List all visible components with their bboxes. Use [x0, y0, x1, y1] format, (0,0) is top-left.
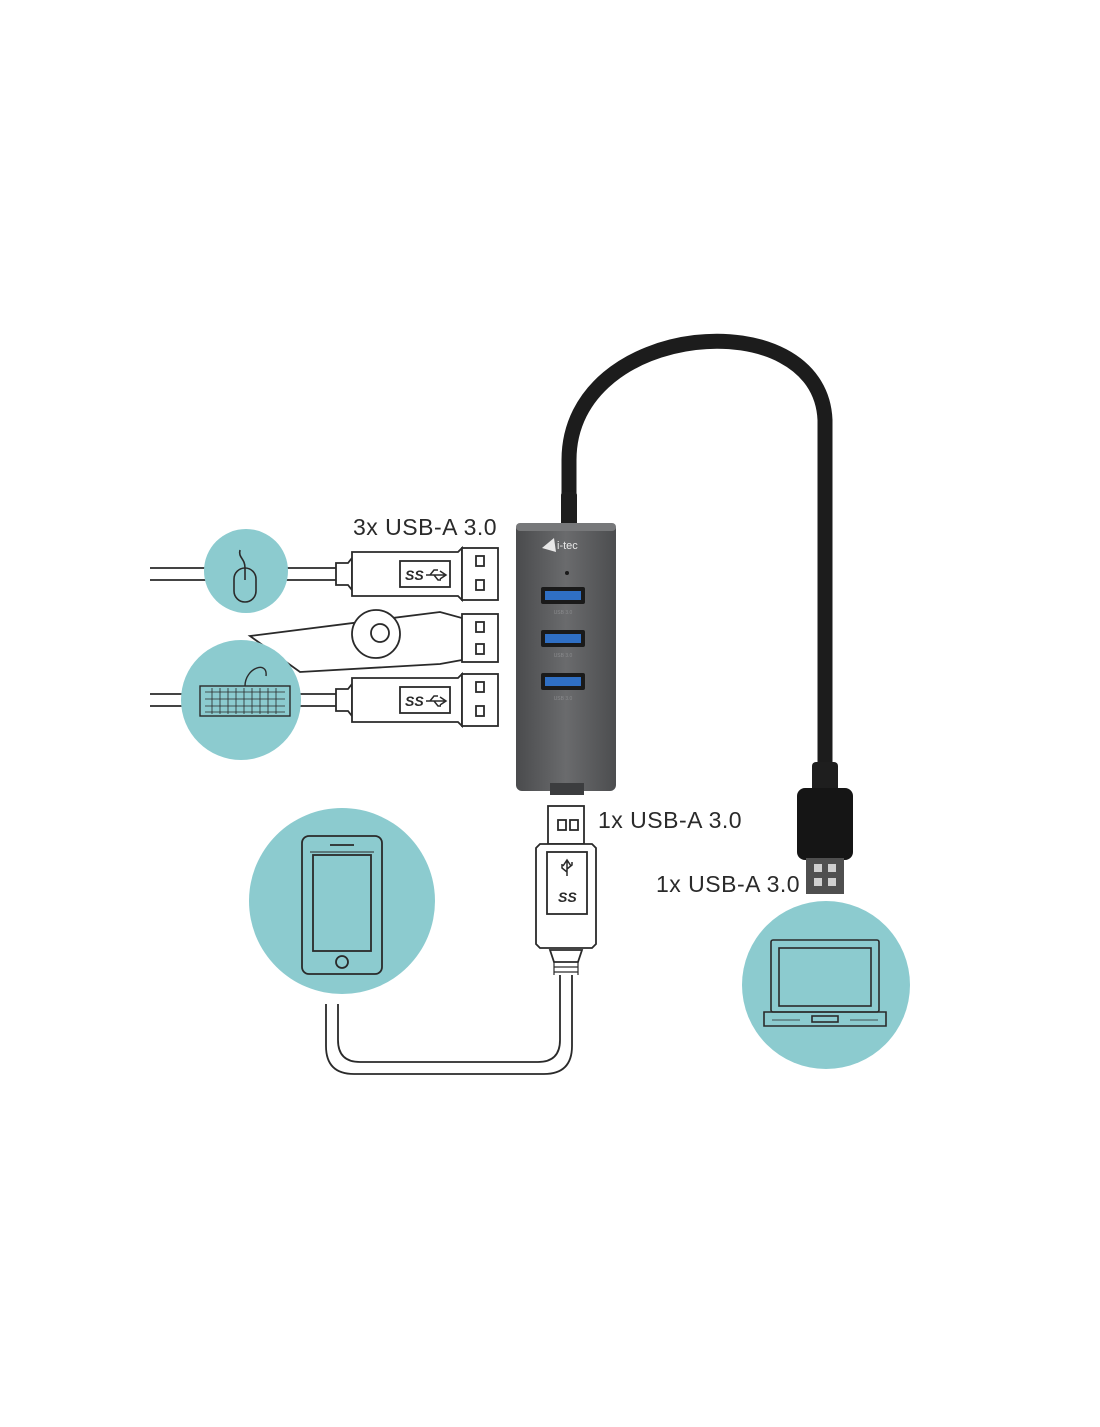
phone-plug-usb-trident-icon [561, 858, 573, 876]
i-tec-logo-mark [542, 538, 556, 552]
usb-flash-drive [247, 609, 499, 673]
hub-cable [561, 333, 833, 794]
mouse-icon [233, 549, 257, 603]
downstream-port-label: 1x USB-A 3.0 [598, 807, 743, 833]
laptop-icon [763, 939, 887, 1027]
keyboard-icon [199, 666, 291, 717]
keyboard-plug-ss-mark: SS [405, 693, 424, 709]
hub-port-1-label: USB 3.0 [554, 610, 573, 616]
hub-port-2-label: USB 3.0 [554, 653, 573, 659]
mouse-device-circle [204, 529, 288, 613]
keyboard-plug-usb-trident-icon [426, 695, 448, 707]
hub-led [565, 571, 569, 575]
keyboard-device-circle [181, 640, 301, 760]
smartphone-device-circle [249, 808, 435, 994]
mouse-plug-ss-mark: SS [405, 567, 424, 583]
laptop-device-circle [742, 901, 910, 1069]
usb-hub: i-tec USB 3.0 USB 3.0 USB 3.0 [516, 523, 616, 795]
upstream-plug-label: 1x USB-A 3.0 [656, 871, 801, 897]
hub-cable-strain-relief [561, 492, 577, 528]
mouse-usb-plug [150, 545, 499, 603]
hub-port-3-label: USB 3.0 [554, 696, 573, 702]
hub-brand-label: i-tec [557, 540, 578, 552]
smartphone-icon [301, 835, 383, 975]
upstream-usb-plug [797, 762, 853, 894]
phone-plug-ss-mark: SS [558, 889, 577, 905]
mouse-plug-usb-trident-icon [426, 569, 448, 581]
hub-ports-label: 3x USB-A 3.0 [353, 514, 498, 540]
